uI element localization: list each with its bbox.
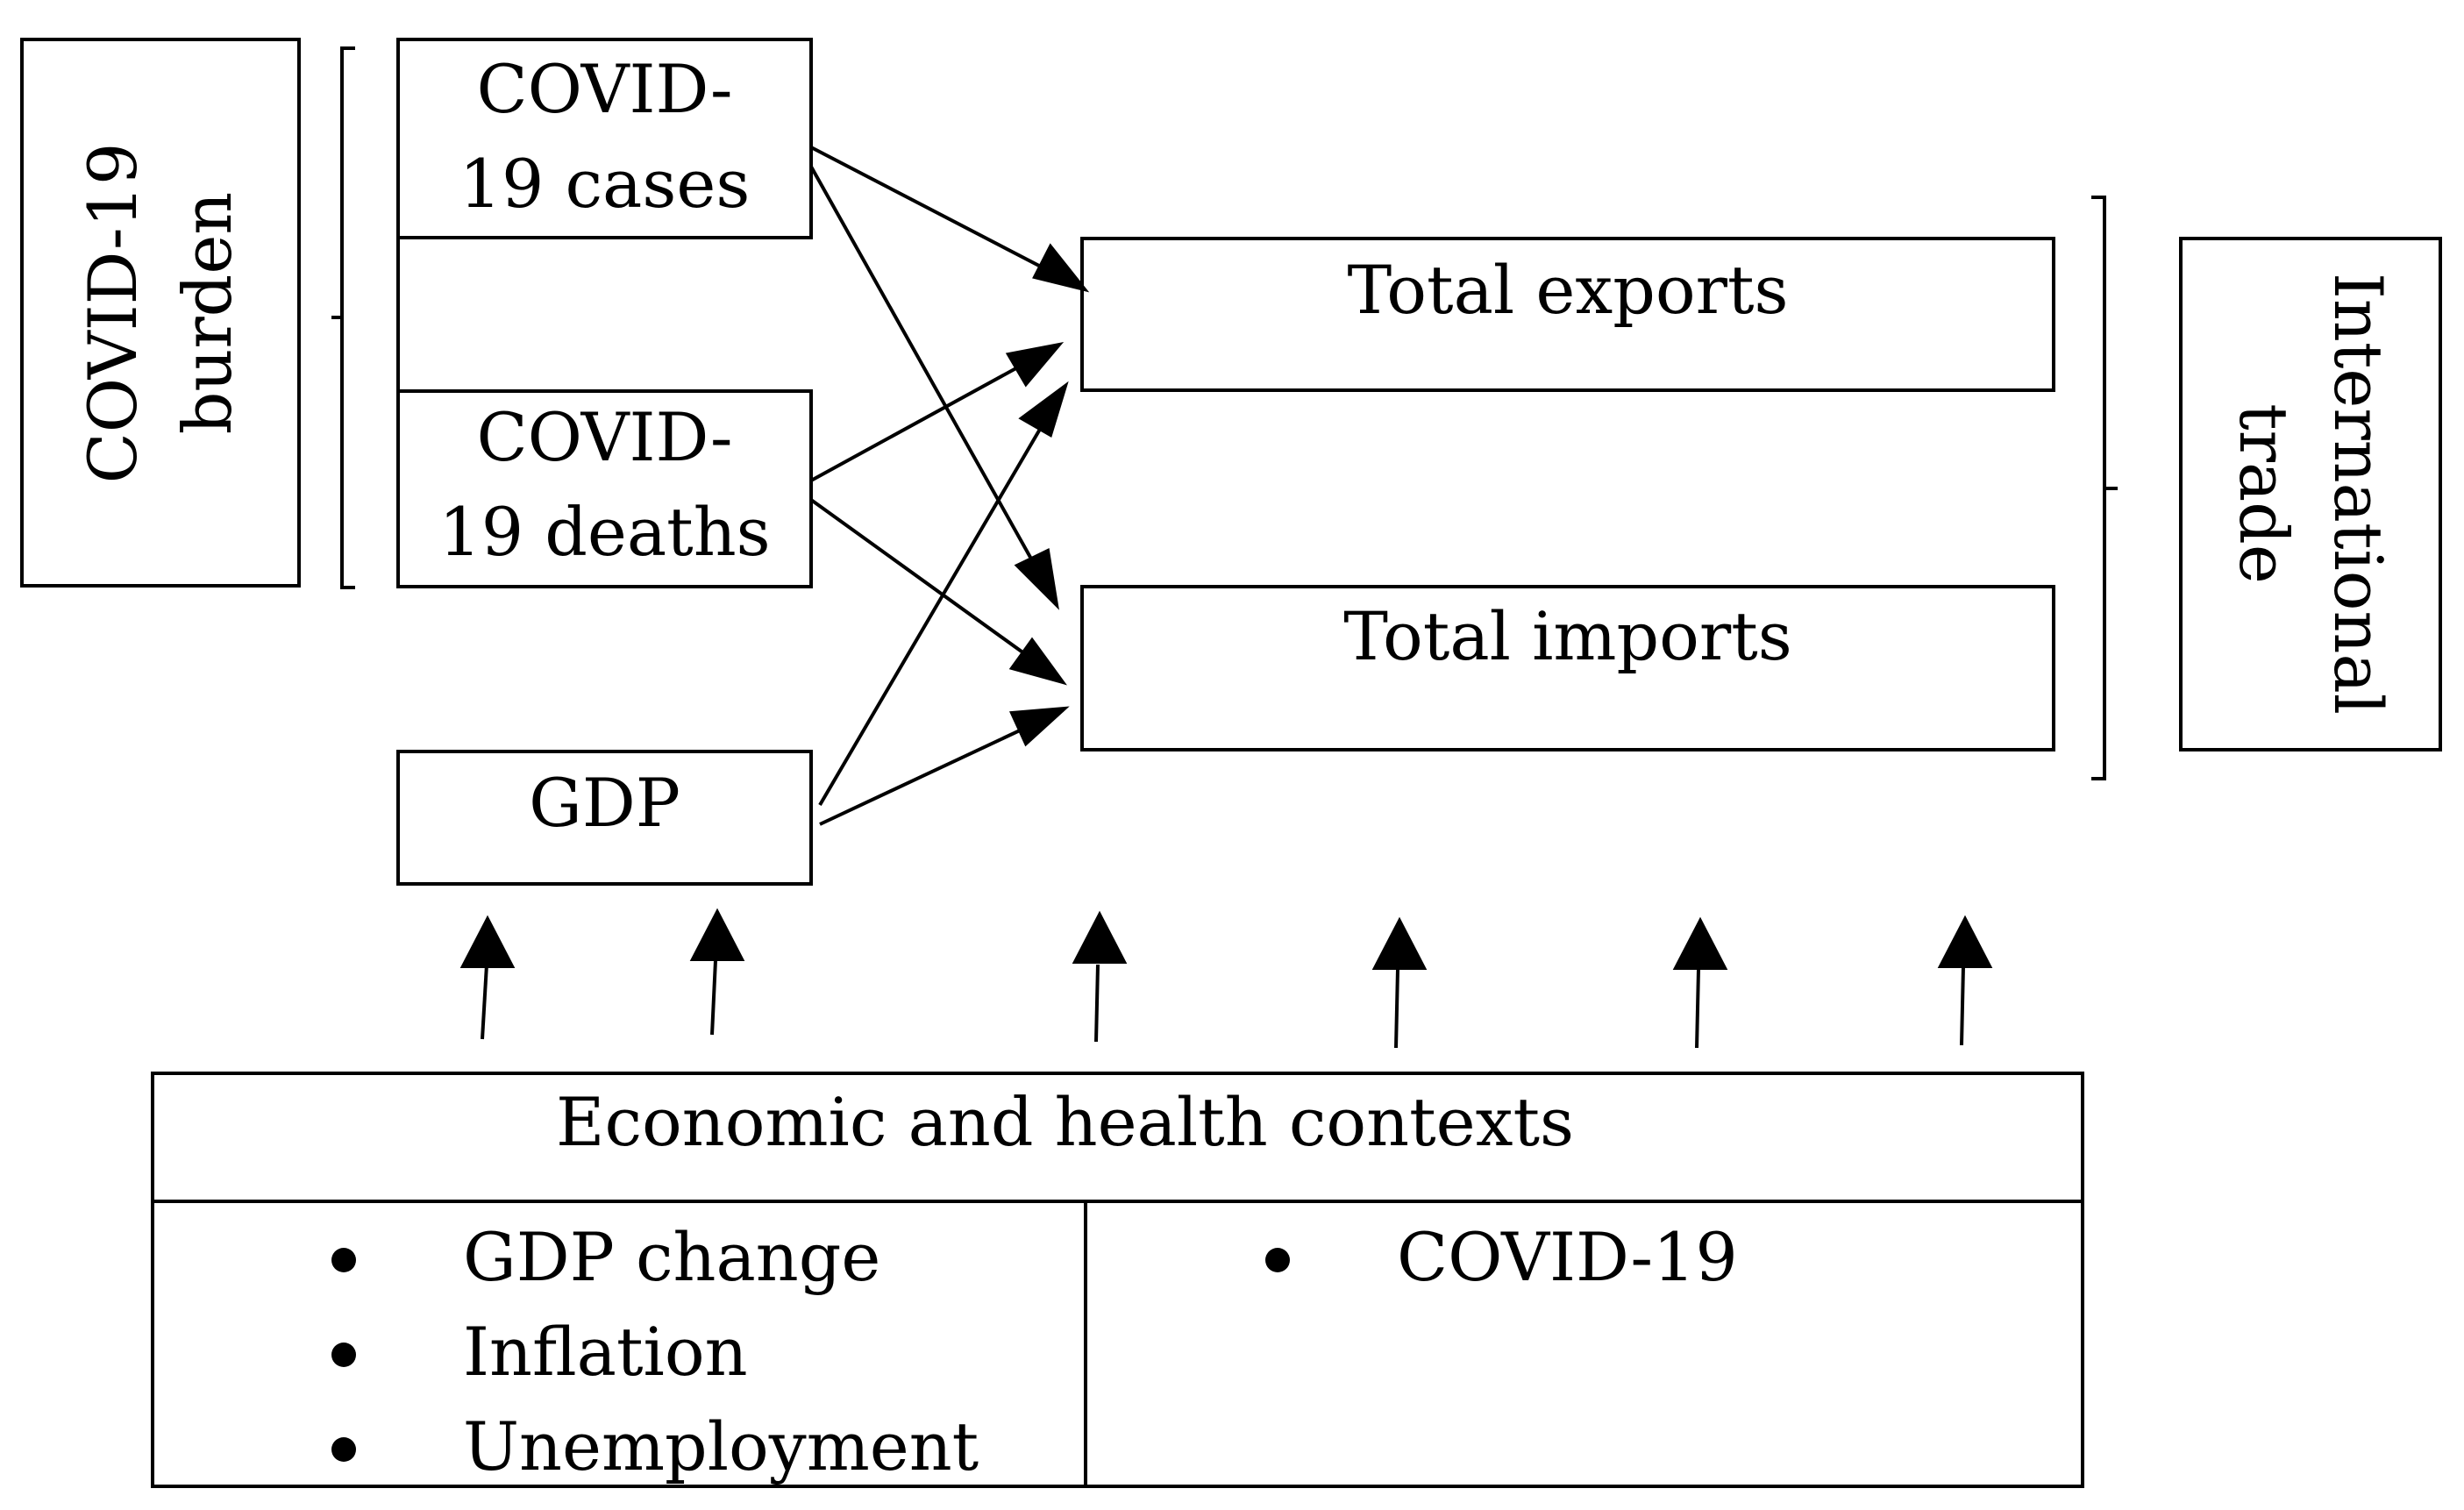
economic-item-unemployment: Unemployment bbox=[463, 1407, 979, 1485]
covid-deaths-node bbox=[396, 389, 813, 588]
total-exports-label: Total exports bbox=[1347, 251, 1789, 329]
economic-item-inflation: Inflation bbox=[463, 1313, 748, 1391]
bullet-icon bbox=[331, 1248, 356, 1272]
right-bracket bbox=[2091, 196, 2118, 780]
up-arrow-5 bbox=[1695, 968, 1700, 1049]
total-imports-node bbox=[1080, 585, 2055, 751]
covid-cases-line-2: 19 cases bbox=[459, 144, 751, 223]
arrow-deaths-to-imports bbox=[809, 498, 1061, 680]
total-imports-label: Total imports bbox=[1343, 597, 1792, 675]
up-arrow-1 bbox=[481, 964, 488, 1040]
arrow-cases-to-imports bbox=[809, 166, 1054, 597]
arrow-gdp-to-exports bbox=[818, 388, 1065, 807]
bullet-icon bbox=[1265, 1248, 1290, 1272]
gdp-node bbox=[396, 750, 813, 886]
international-trade-box bbox=[2179, 237, 2442, 751]
left-bracket bbox=[331, 46, 355, 589]
covid-deaths-line-1: COVID- bbox=[476, 398, 733, 476]
context-box bbox=[151, 1072, 2084, 1488]
total-exports-node bbox=[1080, 237, 2055, 392]
up-arrow-3 bbox=[1094, 964, 1100, 1043]
covid-deaths-label: COVID- 19 deaths bbox=[396, 390, 813, 580]
gdp-label: GDP bbox=[529, 764, 680, 842]
bullet-icon bbox=[331, 1437, 356, 1462]
context-title: Economic and health contexts bbox=[555, 1083, 1575, 1161]
covid-burden-box bbox=[20, 38, 301, 588]
economic-item-gdp-change: GDP change bbox=[463, 1218, 881, 1296]
covid-cases-line-1: COVID- bbox=[476, 50, 733, 128]
health-item-covid-19: COVID-19 bbox=[1397, 1218, 1738, 1296]
up-arrow-6 bbox=[1960, 965, 1965, 1046]
bullet-icon bbox=[331, 1343, 356, 1367]
covid-cases-node bbox=[396, 38, 813, 239]
up-arrow-2 bbox=[710, 959, 717, 1036]
up-arrow-4 bbox=[1394, 968, 1399, 1049]
covid-deaths-line-2: 19 deaths bbox=[438, 492, 771, 571]
covid-cases-label: COVID- 19 cases bbox=[396, 42, 813, 231]
